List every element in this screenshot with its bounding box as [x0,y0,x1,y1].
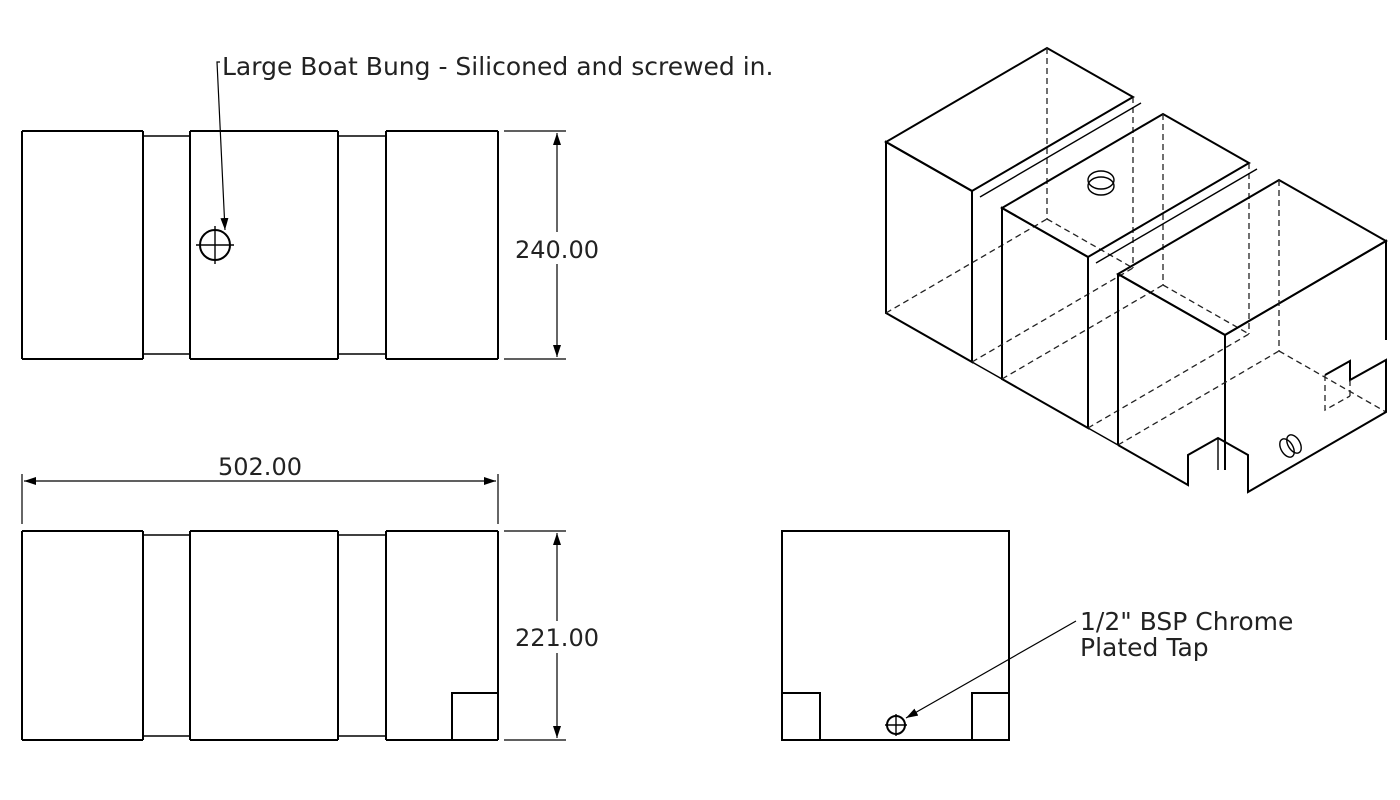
isometric-view [883,46,1389,494]
front-view [21,530,499,741]
dimension-221-label: 221.00 [515,624,599,652]
dimension-502-label: 502.00 [218,453,302,481]
bung-callout: Large Boat Bung - Siliconed and screwed … [216,52,773,231]
dimension-221: 221.00 [504,530,602,741]
dimension-240: 240.00 [504,130,602,360]
side-view [781,530,1010,741]
dimension-240-label: 240.00 [515,236,599,264]
top-view [21,130,499,360]
tap-note-line1: 1/2" BSP Chrome [1080,607,1293,636]
tap-note-line2: Plated Tap [1080,633,1209,662]
tap-callout: 1/2" BSP Chrome Plated Tap [905,607,1293,719]
dimension-502: 502.00 [21,453,499,524]
bung-note: Large Boat Bung - Siliconed and screwed … [222,52,773,81]
